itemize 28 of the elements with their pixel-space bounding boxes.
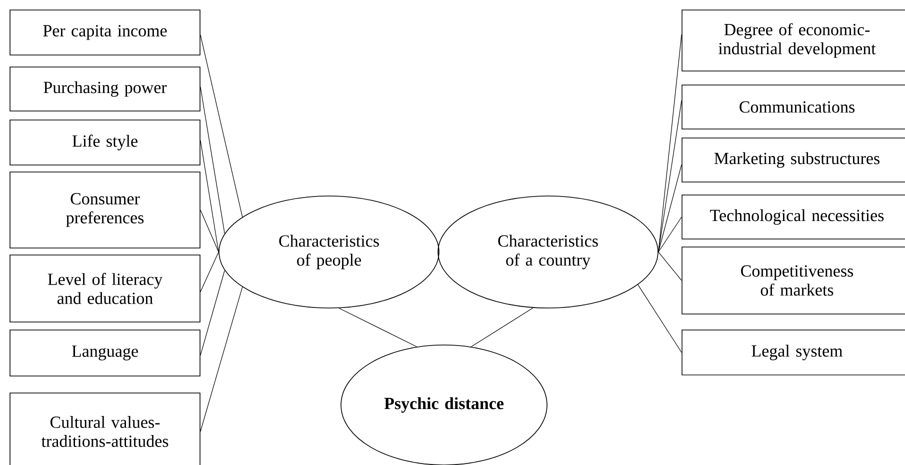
factor-box: Purchasing power xyxy=(10,66,200,112)
connector-line xyxy=(200,34,243,218)
connector-line xyxy=(200,210,219,252)
connector-line xyxy=(200,270,225,356)
connector-line xyxy=(658,164,682,252)
factor-box: Competitiveness of markets xyxy=(682,246,905,314)
factor-box: Communications xyxy=(682,84,905,130)
connector-line xyxy=(200,286,243,432)
connector-line xyxy=(638,284,682,353)
connector-line xyxy=(658,216,682,252)
factor-box: Consumer preferences xyxy=(10,172,200,248)
connector-line xyxy=(338,308,418,348)
factor-box: Life style xyxy=(10,120,200,166)
connector-line xyxy=(200,252,219,292)
connector-line xyxy=(658,252,682,281)
factor-box: Level of literacy and education xyxy=(10,254,200,322)
connector-line xyxy=(658,100,682,252)
connector-line xyxy=(200,86,225,234)
factor-box: Degree of economic-industrial development xyxy=(682,10,905,72)
connector-line xyxy=(658,34,682,252)
factor-box: Per capita income xyxy=(10,10,200,56)
factor-box: Marketing substructures xyxy=(682,138,905,182)
factor-box: Legal system xyxy=(682,330,905,376)
connector-line xyxy=(200,140,219,252)
factor-box: Cultural values-traditions-attitudes xyxy=(10,392,200,465)
connector-line xyxy=(470,308,534,348)
factor-box: Technological necessities xyxy=(682,194,905,240)
factor-box: Language xyxy=(10,330,200,376)
